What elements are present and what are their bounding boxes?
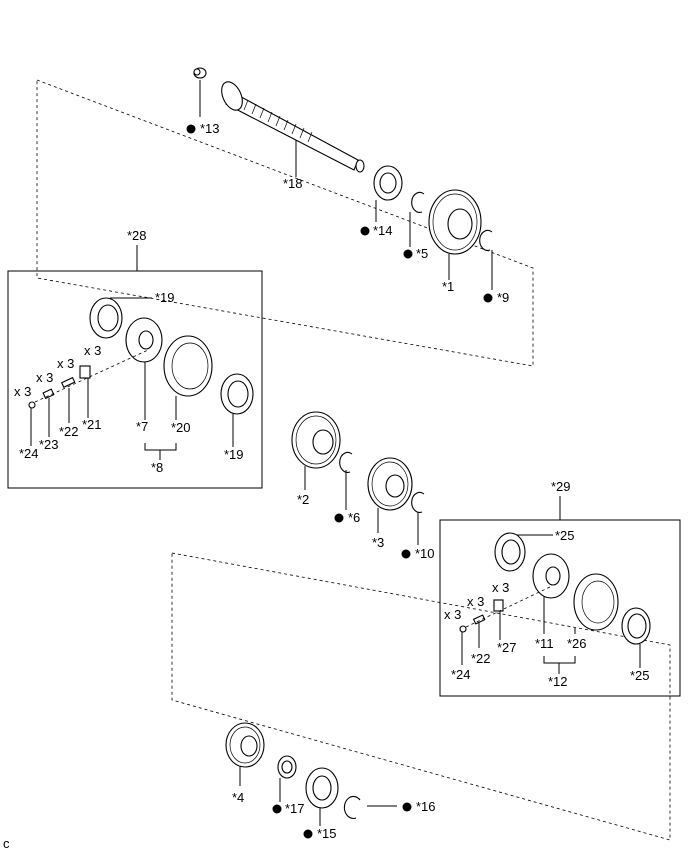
callout-5: *5 — [416, 246, 428, 261]
subassembly-box-28 — [7, 270, 263, 489]
callout-29: *29 — [551, 479, 571, 494]
callout-10: *10 — [415, 546, 435, 561]
callout-21: *21 — [82, 417, 102, 432]
callout-19-upper: *19 — [155, 290, 175, 305]
callout-11: *11 — [535, 636, 554, 651]
callout-20: *20 — [171, 420, 191, 435]
callout-12: *12 — [548, 674, 568, 689]
gear-part-2 — [291, 411, 341, 469]
spring-part-22-lower — [472, 614, 486, 625]
washer-part-17 — [277, 755, 297, 779]
gear-part-3 — [367, 457, 413, 511]
callout-17: *17 — [285, 801, 305, 816]
snap-ring-part-6 — [339, 451, 353, 473]
pin-part-23 — [42, 388, 55, 400]
callout-13: *13 — [200, 121, 220, 136]
ball-part-24-upper — [28, 401, 36, 409]
bearing-part-14 — [373, 165, 403, 201]
callout-6: *6 — [348, 510, 360, 525]
snap-ring-part-5 — [411, 191, 425, 213]
callout-1: *1 — [442, 279, 454, 294]
callout-14: *14 — [373, 223, 393, 238]
new-part-markers — [186, 124, 493, 839]
synchronizer-ring-part-25-upper — [494, 532, 526, 572]
synchronizer-ring-part-19-lower — [220, 373, 254, 415]
hub-part-7 — [125, 317, 163, 363]
qty-x3-4: x 3 — [14, 384, 31, 399]
callout-18: *18 — [283, 176, 303, 191]
input-shaft — [221, 81, 365, 173]
qty-x3-6: x 3 — [467, 594, 484, 609]
callout-labels: *13 *18 *14 *5 *1 *9 *28 *19 *7 *20 *8 *… — [3, 121, 650, 851]
qty-x3-7: x 3 — [444, 607, 461, 622]
snap-ring-part-16 — [343, 795, 361, 820]
callout-24-lower: *24 — [451, 667, 471, 682]
gear-part-1 — [428, 189, 482, 255]
callout-15: *15 — [317, 826, 337, 841]
callout-7: *7 — [136, 419, 148, 434]
callout-23: *23 — [39, 437, 59, 452]
sleeve-part-20 — [163, 335, 213, 397]
callout-22-lower: *22 — [471, 651, 491, 666]
synchronizer-ring-part-19-upper — [89, 297, 123, 339]
key-part-21 — [79, 365, 91, 379]
bushing-part-13 — [193, 67, 207, 79]
hub-part-11 — [532, 553, 570, 599]
bearing-part-15 — [305, 767, 339, 809]
corner-mark: c — [3, 836, 10, 851]
qty-x3-3: x 3 — [36, 370, 53, 385]
callout-3: *3 — [372, 535, 384, 550]
callout-2: *2 — [297, 492, 309, 507]
qty-x3-5: x 3 — [492, 580, 509, 595]
callout-22-upper: *22 — [59, 424, 79, 439]
callout-26: *26 — [567, 636, 587, 651]
snap-ring-part-10 — [411, 491, 425, 513]
callout-27: *27 — [497, 640, 517, 655]
callout-25-lower: *25 — [630, 668, 650, 683]
ball-part-24-lower — [459, 625, 467, 633]
callout-16: *16 — [416, 799, 436, 814]
callout-9: *9 — [497, 290, 509, 305]
callout-19-lower: *19 — [224, 447, 244, 462]
qty-x3-2: x 3 — [57, 356, 74, 371]
leader-lines — [30, 80, 641, 826]
callout-8: *8 — [151, 460, 163, 475]
callout-25-upper: *25 — [555, 528, 575, 543]
callout-24-upper: *24 — [19, 446, 39, 461]
qty-x3-1: x 3 — [84, 343, 101, 358]
callout-4: *4 — [232, 790, 244, 805]
gear-part-4 — [225, 722, 265, 768]
spring-part-22-upper — [60, 376, 76, 388]
callout-28: *28 — [127, 228, 147, 243]
synchronizer-ring-part-25-lower — [621, 607, 651, 645]
lower-plane-outline — [171, 552, 671, 841]
sleeve-part-26 — [573, 573, 619, 631]
key-part-27 — [493, 599, 504, 612]
snap-ring-part-9 — [479, 229, 493, 251]
